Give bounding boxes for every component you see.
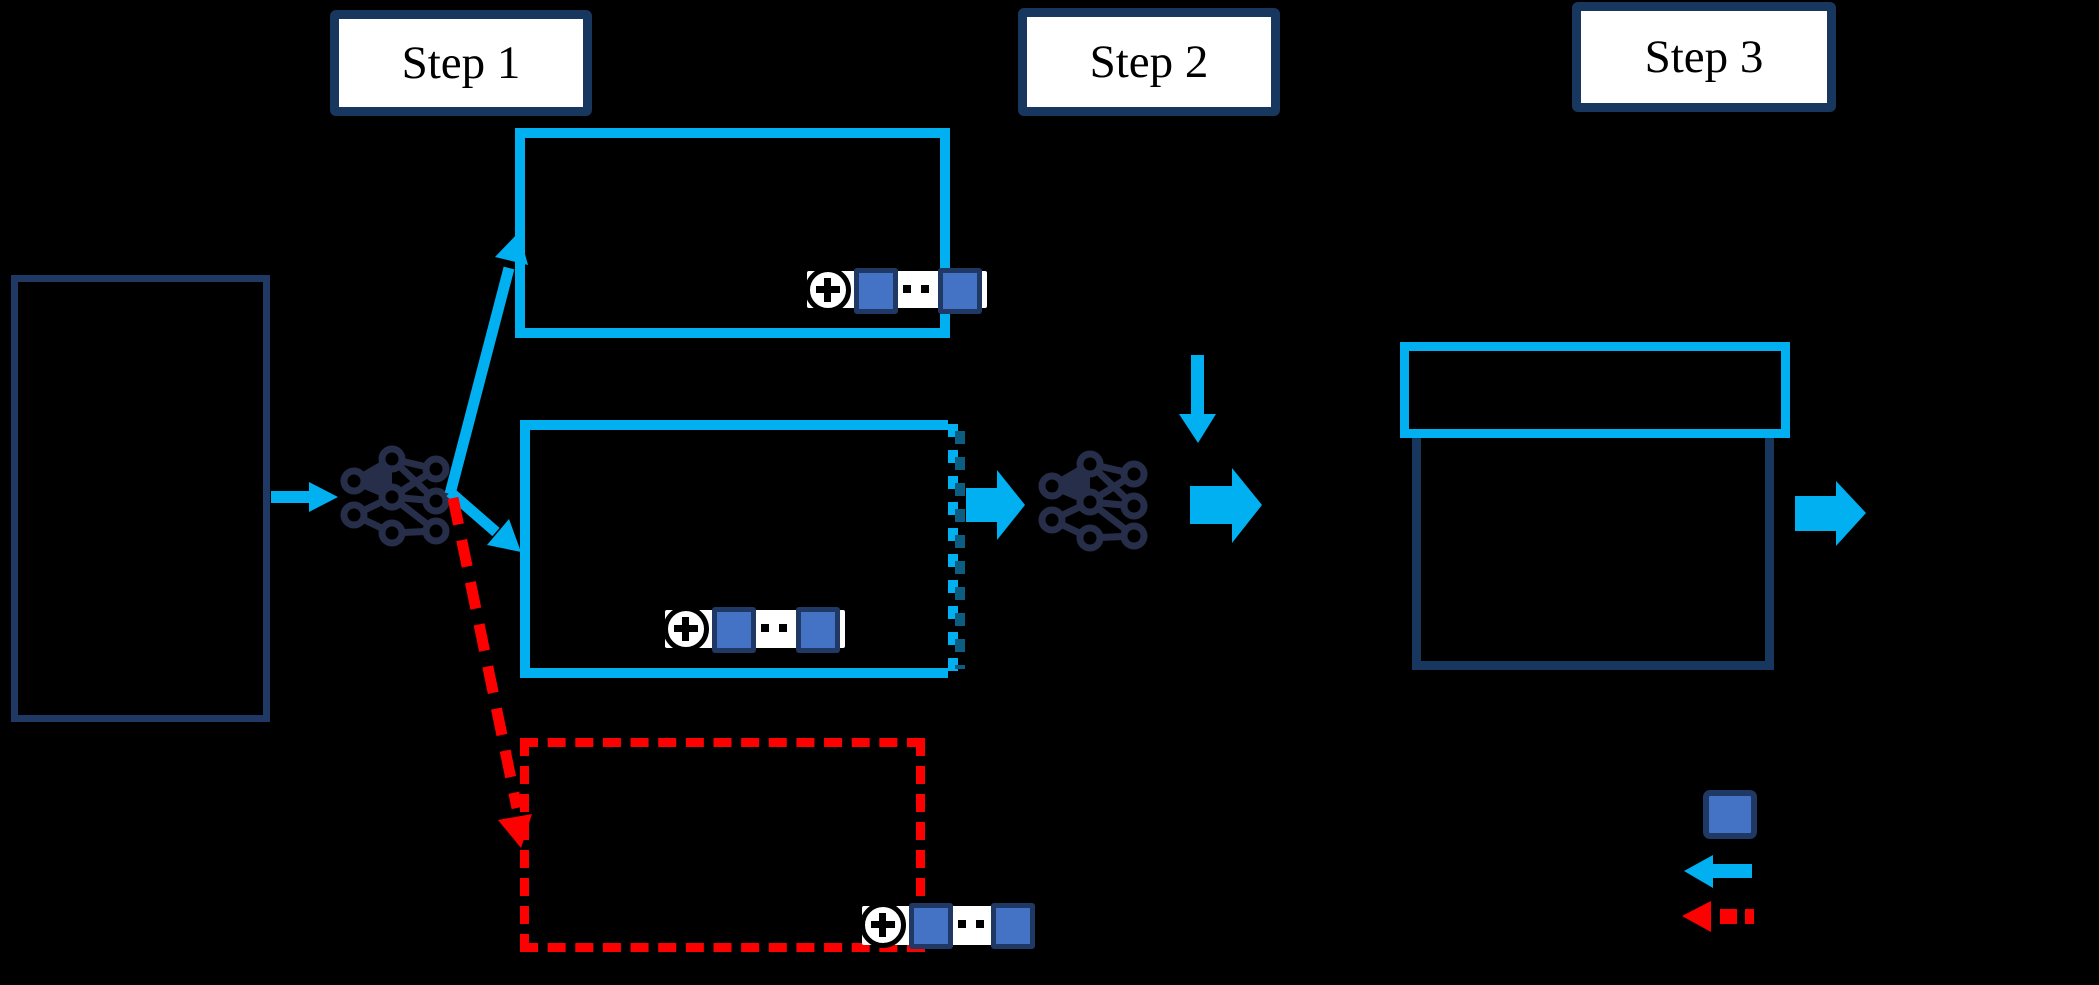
embedding-strip	[663, 606, 845, 653]
token-square	[991, 903, 1035, 949]
arrow-network-to-middle-box	[446, 487, 521, 552]
circled-plus-icon	[663, 606, 709, 652]
dashed-right-edge	[948, 424, 966, 674]
arrow-step3-right	[1795, 481, 1866, 546]
outlined-box-middle	[520, 420, 948, 678]
step3-lid-box	[1400, 342, 1790, 438]
token-square	[854, 268, 898, 314]
arrow-input-to-network	[271, 482, 338, 512]
zipper-bright-dashes	[948, 424, 958, 674]
token-square	[712, 607, 756, 653]
neural-network-icon	[1038, 450, 1148, 552]
legend-red-dashed-arrow	[1682, 901, 1754, 932]
step-2-text: Step 2	[1089, 36, 1209, 88]
neural-network-icon	[340, 445, 450, 547]
arrow-step2-down	[1179, 355, 1216, 443]
embedding-strip	[860, 902, 1035, 949]
token-square	[938, 268, 982, 314]
token-square	[909, 903, 953, 949]
embedding-strip	[805, 267, 987, 314]
circled-plus-icon	[805, 267, 851, 313]
step-1-text: Step 1	[401, 37, 521, 89]
legend-token-square	[1703, 790, 1757, 839]
circled-plus-icon	[860, 902, 906, 948]
step-3-text: Step 3	[1644, 31, 1764, 83]
step-1-label: Step 1	[330, 10, 592, 116]
arrow-middle-box-to-network2	[966, 470, 1025, 540]
step-2-label: Step 2	[1018, 8, 1280, 116]
step-3-label: Step 3	[1572, 2, 1836, 112]
zipper-dark-dashes	[955, 431, 965, 669]
arrow-step2-right	[1190, 468, 1262, 543]
legend-cyan-arrow	[1684, 855, 1752, 888]
token-square	[796, 607, 840, 653]
input-box	[11, 275, 270, 722]
